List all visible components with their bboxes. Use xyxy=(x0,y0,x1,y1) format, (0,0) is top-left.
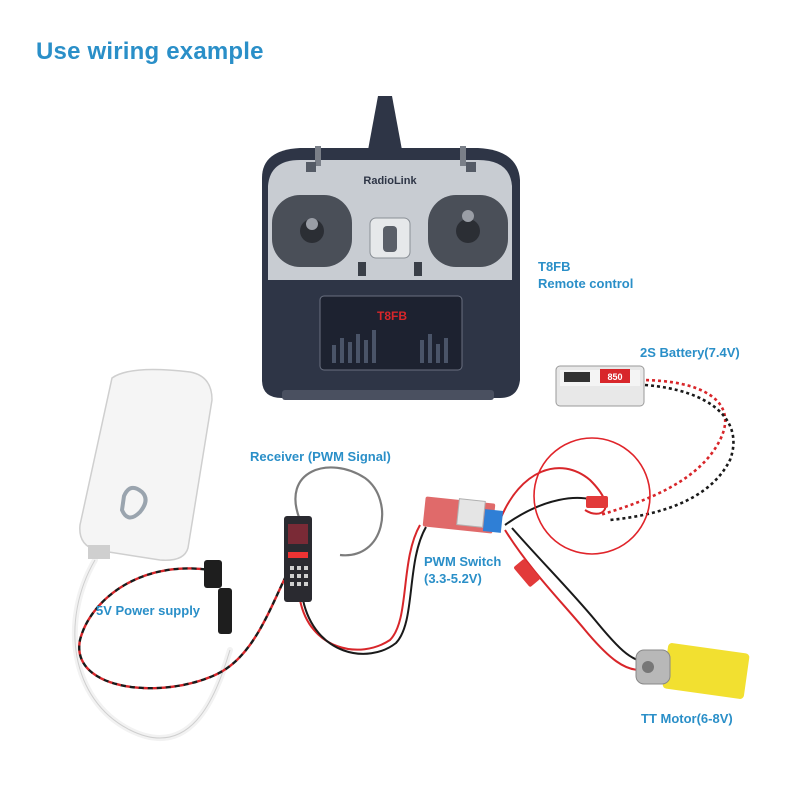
transmitter-model: T8FB xyxy=(377,309,407,323)
battery-label: 2S Battery(7.4V) xyxy=(640,345,740,360)
receiver xyxy=(284,516,312,602)
power-supply-label: 5V Power supply xyxy=(96,603,201,618)
motor-lead-black xyxy=(511,527,646,663)
power-lead-red xyxy=(78,559,296,690)
receiver-label: Receiver (PWM Signal) xyxy=(250,449,391,464)
left-stick-icon xyxy=(306,218,318,230)
switch-label-line1: PWM Switch xyxy=(424,554,502,569)
receiver-antenna-wire xyxy=(294,466,384,557)
pwm-switch xyxy=(422,496,504,534)
transmitter-panel xyxy=(319,295,463,371)
battery-code: 850 xyxy=(607,372,622,382)
pwm-switch-terminal xyxy=(482,509,504,533)
connector-1 xyxy=(514,559,540,587)
transmitter-label-line2: Remote control xyxy=(538,276,634,291)
battery-lead-black xyxy=(609,383,735,522)
motor-label: TT Motor(6-8V) xyxy=(641,711,733,726)
battery: 850 xyxy=(555,365,645,407)
tt-motor xyxy=(635,643,750,699)
power-lead-black xyxy=(78,559,296,690)
page-title: Use wiring example xyxy=(36,38,264,65)
power-bank-body xyxy=(79,368,213,561)
power-bank-logo-icon xyxy=(120,485,148,520)
signal-lead-2 xyxy=(302,526,427,655)
dc-plug xyxy=(204,560,232,634)
battery-lead-red xyxy=(599,378,727,517)
motor-gearbox xyxy=(662,643,750,699)
connector-2 xyxy=(586,496,608,508)
transmitter-antenna xyxy=(368,96,402,150)
switch-label: PWM Switch (3.3-5.2V) xyxy=(424,553,501,587)
switch-label-line2: (3.3-5.2V) xyxy=(424,571,482,586)
signal-lead-1 xyxy=(299,524,421,651)
power-bank xyxy=(79,368,213,561)
transmitter-label: T8FB Remote control xyxy=(538,258,633,292)
switch-out-red xyxy=(499,467,607,521)
right-stick-icon xyxy=(462,210,474,222)
motor-lead-red xyxy=(504,529,641,671)
pwm-switch-relay xyxy=(456,498,486,528)
wires xyxy=(71,378,735,741)
transmitter-label-line1: T8FB xyxy=(538,259,571,274)
transmitter: RadioLink T8FB xyxy=(262,96,520,400)
connection-highlight xyxy=(533,437,651,555)
transmitter-brand: RadioLink xyxy=(363,175,417,187)
